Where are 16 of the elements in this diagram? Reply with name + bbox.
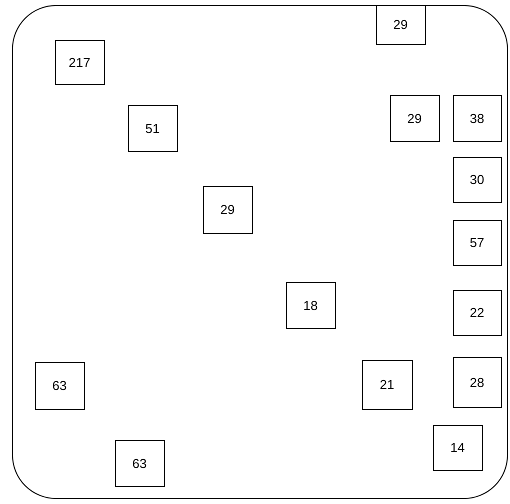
- number-box: 22: [452, 290, 502, 336]
- number-box: 30: [452, 156, 502, 202]
- number-box: 21: [362, 360, 412, 410]
- number-box: 38: [452, 94, 502, 142]
- number-box: 63: [114, 440, 164, 486]
- number-box: 29: [376, 4, 426, 44]
- number-box: 29: [202, 186, 252, 234]
- number-box: 57: [452, 220, 502, 266]
- number-box: 29: [390, 94, 440, 142]
- number-box: 14: [432, 424, 482, 470]
- number-box: 63: [34, 362, 84, 410]
- number-box: 217: [54, 40, 104, 84]
- number-box: 28: [452, 356, 502, 408]
- number-box: 51: [128, 104, 178, 152]
- panel-frame: [12, 5, 508, 499]
- number-box: 18: [286, 282, 336, 328]
